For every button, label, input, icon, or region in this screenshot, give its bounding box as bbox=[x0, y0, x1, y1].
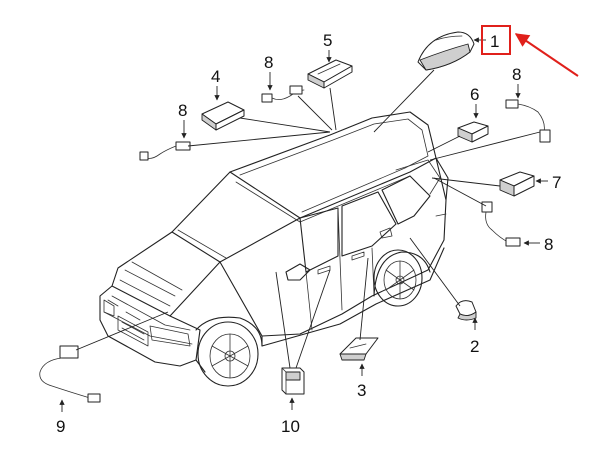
part-4-module bbox=[201, 101, 245, 131]
part-1-roof-antenna bbox=[417, 31, 475, 71]
callout-8-upper: 8 bbox=[264, 53, 273, 72]
callout-7: 7 bbox=[552, 173, 561, 192]
callout-8-right: 8 bbox=[512, 65, 521, 84]
part-10-module bbox=[281, 367, 305, 395]
part-2-lamp bbox=[455, 300, 477, 321]
part-5-module bbox=[307, 59, 353, 89]
callout-arrows bbox=[59, 37, 548, 412]
part-8-harness-c bbox=[505, 99, 551, 143]
callout-9: 9 bbox=[56, 417, 65, 436]
part-8-harness-b bbox=[261, 85, 305, 103]
part-8-harness-d bbox=[481, 201, 521, 247]
highlight-arrow bbox=[514, 33, 579, 77]
leader-lines bbox=[75, 69, 541, 369]
callout-6: 6 bbox=[470, 85, 479, 104]
part-9-harness bbox=[39, 345, 101, 403]
callout-4: 4 bbox=[211, 67, 220, 86]
callout-10: 10 bbox=[281, 417, 300, 436]
callout-3: 3 bbox=[357, 381, 366, 400]
callout-2: 2 bbox=[470, 337, 479, 356]
part-6-module bbox=[457, 121, 489, 143]
highlight-marker bbox=[481, 25, 579, 77]
callout-1: 1 bbox=[490, 32, 499, 51]
part-8-harness-a bbox=[139, 141, 191, 161]
callout-8-left: 8 bbox=[178, 101, 187, 120]
part-7-module bbox=[499, 171, 535, 197]
callout-5: 5 bbox=[323, 31, 332, 50]
callout-8-lower: 8 bbox=[544, 235, 553, 254]
callout-labels: 1 2 3 4 5 6 7 8 8 8 8 9 10 bbox=[56, 31, 561, 436]
vehicle-outline bbox=[99, 111, 449, 387]
part-3-lamp bbox=[339, 337, 379, 361]
highlight-box-part-1 bbox=[481, 25, 511, 55]
